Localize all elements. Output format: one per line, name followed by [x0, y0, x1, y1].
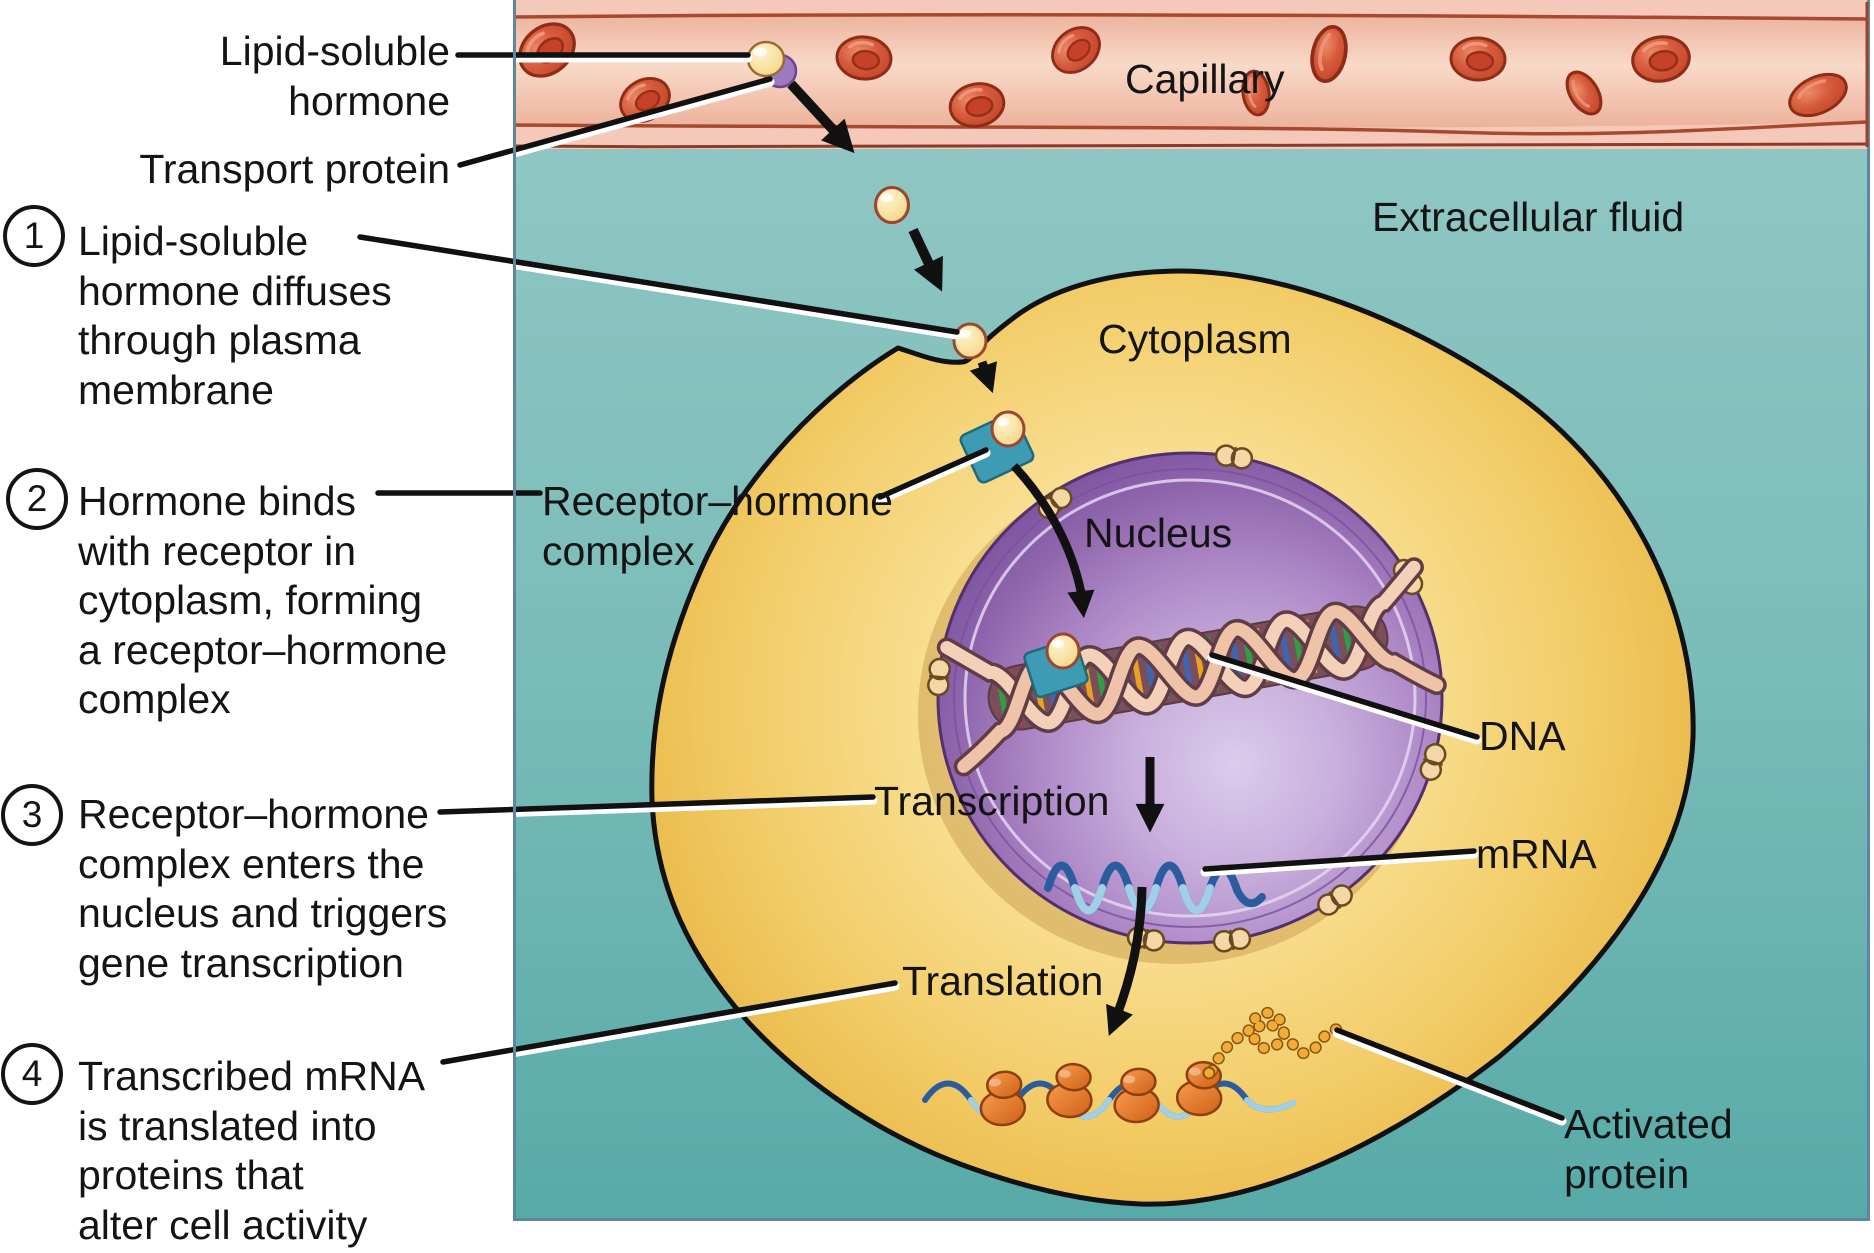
capillary-wall-top	[512, 13, 1869, 21]
receptor-hormone-complex-label-line2: complex	[542, 528, 695, 574]
step-2-line: complex	[78, 676, 231, 722]
activated-protein-label-line2: protein	[1564, 1151, 1690, 1197]
transport-protein-label: Transport protein	[139, 146, 450, 192]
hormone-diffusion-path	[787, 80, 997, 394]
hormone-in-capillary	[746, 40, 786, 78]
step-3-text: Receptor–hormone complex enters the nucl…	[78, 790, 447, 988]
step-4-line: Transcribed mRNA	[78, 1053, 426, 1099]
step-2-text: Hormone binds with receptor in cytoplasm…	[78, 477, 447, 725]
lipid-soluble-hormone-label: Lipid-soluble hormone	[150, 26, 450, 126]
label-pointer-lines	[355, 52, 1567, 1126]
cytoplasm-label: Cytoplasm	[1098, 316, 1292, 362]
capillary-label: Capillary	[1125, 56, 1285, 102]
capillary-vessel	[507, 0, 1869, 149]
step-1-line: membrane	[78, 366, 274, 413]
step-4-line: is translated into	[78, 1102, 377, 1149]
step-1-line: through plasma	[78, 317, 361, 363]
figure-border	[513, 0, 1870, 1221]
step-3-line: complex enters the	[78, 840, 425, 887]
step-2-line: Hormone binds	[78, 478, 357, 524]
step-2-line: a receptor–hormone	[78, 626, 448, 673]
translation-label: Translation	[902, 958, 1104, 1004]
free-hormone	[873, 185, 911, 225]
receptor-hormone-complex-label: Receptor–hormone complex	[542, 476, 893, 576]
diffusion-arrow-2	[908, 227, 943, 292]
step-1-line: hormone diffuses	[78, 267, 392, 314]
step-3-line: nucleus and triggers	[78, 890, 448, 936]
hormone-at-membrane	[952, 322, 988, 360]
step-4-text: Transcribed mRNA is translated into prot…	[78, 1052, 425, 1250]
receptor-hormone-complex-label-line1: Receptor–hormone	[542, 478, 893, 524]
step-1-text: Lipid-soluble hormone diffuses through p…	[78, 217, 392, 415]
receptor-hormone-on-dna	[1023, 632, 1089, 699]
step-2-line: with receptor in	[78, 527, 357, 574]
lipid-soluble-hormone-label-line2: hormone	[288, 78, 450, 124]
activated-protein-label: Activated protein	[1564, 1099, 1733, 1199]
step-4-line: proteins that	[78, 1152, 304, 1198]
activated-protein-label-line1: Activated	[1564, 1101, 1733, 1147]
translation-arrow	[1106, 886, 1147, 1037]
nucleus-label: Nucleus	[1084, 510, 1233, 556]
step-1-line: Lipid-soluble	[78, 218, 309, 264]
step-2-number: 2	[6, 468, 68, 530]
lipid-soluble-hormone-label-line1: Lipid-soluble	[219, 28, 450, 74]
nucleus-body	[918, 442, 1449, 964]
step-3-line: gene transcription	[78, 939, 404, 986]
step-3-line: Receptor–hormone	[78, 791, 429, 837]
diffusion-arrow-1	[787, 80, 855, 154]
diffusion-arrow-3	[969, 360, 997, 394]
mrna-label: mRNA	[1476, 831, 1597, 877]
hormone-on-dna	[1045, 632, 1081, 670]
step-1-number: 1	[3, 205, 65, 267]
step-4-number: 4	[1, 1043, 63, 1105]
dna-label: DNA	[1479, 713, 1566, 759]
transcription-label: Transcription	[874, 778, 1110, 824]
arrow-into-nucleus	[1010, 463, 1095, 619]
translation-machinery	[922, 1006, 1345, 1128]
step-4-line: alter cell activity	[78, 1201, 368, 1248]
activated-protein-chain	[1202, 1006, 1345, 1080]
step-2-line: cytoplasm, forming	[78, 577, 423, 623]
hormone-on-receptor	[990, 410, 1026, 448]
step-3-number: 3	[1, 784, 63, 846]
extracellular-fluid-label: Extracellular fluid	[1372, 194, 1685, 240]
